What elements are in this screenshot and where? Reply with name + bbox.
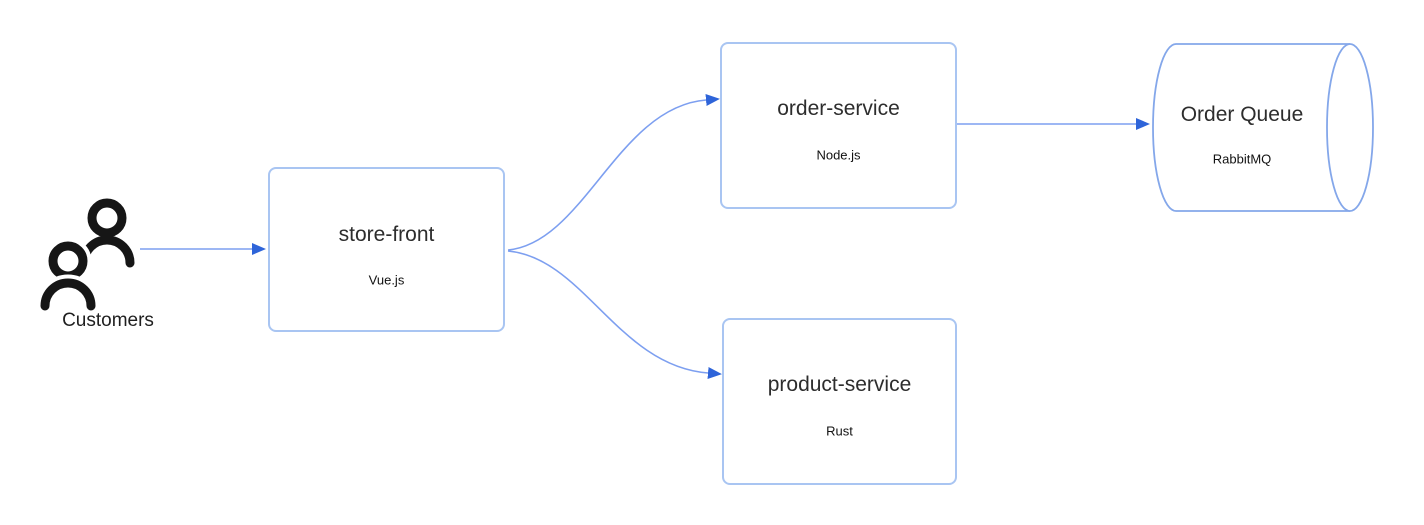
people-icon [36,198,135,315]
edge-storefront-productservice [507,250,722,379]
order-queue-shape [1152,43,1374,212]
customers-label: Customers [62,310,154,331]
node-subtitle: Rust [826,423,853,439]
node-title: order-service [777,97,900,121]
node-subtitle: Node.js [816,147,861,163]
node-order-queue: Order Queue RabbitMQ [1160,44,1324,211]
node-subtitle: Vue.js [368,272,405,288]
node-order-service: order-service Node.js [720,42,957,209]
node-store-front: store-front Vue.js [268,167,505,332]
node-title: Order Queue [1180,102,1304,126]
edge-storefront-orderservice [507,94,720,251]
node-title: product-service [767,373,912,397]
node-subtitle: RabbitMQ [1212,151,1272,167]
node-product-service: product-service Rust [722,318,957,485]
node-title: store-front [338,223,435,246]
